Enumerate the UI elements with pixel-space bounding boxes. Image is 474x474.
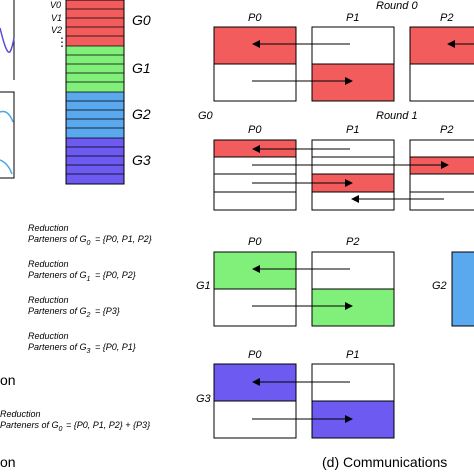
round1-boxes xyxy=(213,139,474,211)
g1-arrows xyxy=(252,265,353,310)
round0-label-p2: P2 xyxy=(440,12,454,24)
g0-side-label: G0 xyxy=(198,110,213,122)
g1-boxes xyxy=(213,251,395,327)
g1-side-label: G1 xyxy=(196,280,211,292)
round0-arrows xyxy=(252,40,474,85)
round1-title: Round 1 xyxy=(376,110,418,122)
g1-label-p2: P2 xyxy=(346,236,360,248)
left-plot-bottom xyxy=(0,91,15,179)
left-bottom-parteners: Parteners of G0 xyxy=(0,420,63,433)
figure-caption-d: (d) Communications xyxy=(322,454,448,470)
vector-group-g0: G0 xyxy=(132,12,151,28)
vector-label-v0: V0 xyxy=(50,0,62,10)
g2-box xyxy=(451,251,474,327)
round0-boxes xyxy=(213,26,474,102)
g3-side-label: G3 xyxy=(196,393,211,405)
left-bottom-set: = {P0, P1, P2} + {P3} xyxy=(66,420,151,430)
left-caption-cut: on xyxy=(0,372,16,388)
round0-label-p0: P0 xyxy=(248,12,262,24)
round1-label-p2: P2 xyxy=(440,124,454,136)
g3-label-p1: P1 xyxy=(346,349,360,361)
g3-label-p0: P0 xyxy=(248,349,262,361)
round1-arrows xyxy=(252,145,449,203)
left-plot-top xyxy=(0,0,15,80)
left-caption-bottom-cut: on xyxy=(0,454,16,470)
g1-label-p0: P0 xyxy=(248,236,262,248)
vector-label-v2: V2 xyxy=(51,25,63,35)
vector-label-v1: V1 xyxy=(51,13,63,23)
round0-label-p1: P1 xyxy=(346,12,360,24)
vector-ellipsis: ⋮ xyxy=(56,35,68,49)
round1-label-p0: P0 xyxy=(248,124,262,136)
vector-group-g2: G2 xyxy=(132,106,151,122)
g3-boxes xyxy=(213,363,395,439)
left-bottom-reduction: Reduction xyxy=(0,409,41,419)
g3-arrows xyxy=(252,378,353,423)
vector-group-g1: G1 xyxy=(132,60,151,76)
round0-title: Round 0 xyxy=(376,0,418,12)
vector-group-g3: G3 xyxy=(132,152,151,168)
round1-label-p1: P1 xyxy=(346,124,360,136)
g2-side-label: G2 xyxy=(432,280,447,292)
vector-bar xyxy=(65,0,125,185)
